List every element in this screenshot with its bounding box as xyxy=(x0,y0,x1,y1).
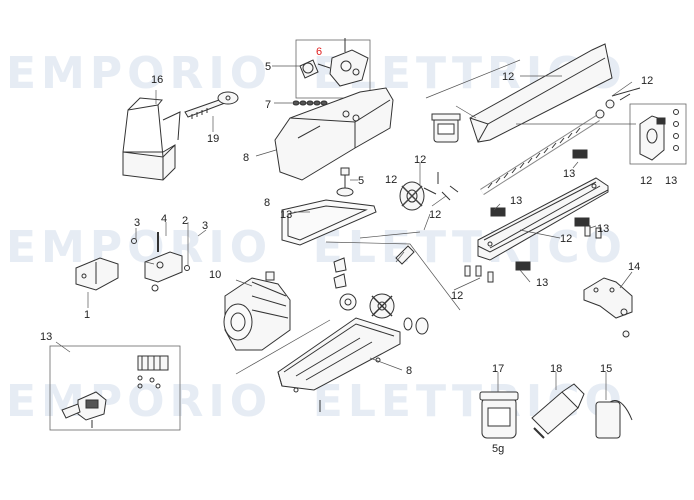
callout-13e: 13 xyxy=(536,277,548,289)
small-blocks-part xyxy=(490,149,590,271)
callout-13f: 13 xyxy=(665,175,677,187)
callout-13b: 13 xyxy=(563,168,575,180)
callout-2: 2 xyxy=(182,215,188,227)
grease-jar-part xyxy=(479,391,519,439)
motor-part xyxy=(223,271,291,351)
callout-8b: 8 xyxy=(264,197,270,209)
callout-19: 19 xyxy=(207,133,219,145)
callout-labels: 16 19 5 6 7 8 5 8 13 12 12 12 12 12 13 1… xyxy=(40,46,677,455)
callout-18: 18 xyxy=(550,363,562,375)
callout-16: 16 xyxy=(151,74,163,86)
callout-14: 14 xyxy=(628,261,640,273)
screws-washers-part xyxy=(292,100,328,106)
callout-12a: 12 xyxy=(502,71,514,83)
callout-12b: 12 xyxy=(641,75,653,87)
callout-3a: 3 xyxy=(134,217,140,229)
grease-weight-label: 5g xyxy=(492,443,504,455)
callout-13c: 13 xyxy=(510,195,522,207)
callout-10: 10 xyxy=(209,269,221,281)
callout-8a: 8 xyxy=(243,152,249,164)
release-key-part xyxy=(184,91,239,119)
callout-13g: 13 xyxy=(40,331,52,343)
wall-bracket-part xyxy=(583,277,633,338)
rack-body-part xyxy=(477,177,609,261)
screw-shaft-part xyxy=(480,87,641,195)
spindle-bolt-part xyxy=(336,167,354,197)
main-cover-part xyxy=(274,87,394,181)
callout-13d: 13 xyxy=(597,223,609,235)
callout-7: 7 xyxy=(265,99,271,111)
callout-8c: 8 xyxy=(406,365,412,377)
callout-4: 4 xyxy=(161,213,167,225)
gasket-part xyxy=(281,199,377,246)
callout-13a: 13 xyxy=(280,209,292,221)
callout-12d: 12 xyxy=(385,174,397,186)
rack-cover-part xyxy=(469,43,613,143)
grease-jar-small-part xyxy=(431,113,461,143)
end-cap-part xyxy=(629,103,687,165)
callout-17: 17 xyxy=(492,363,504,375)
callout-6: 6 xyxy=(316,46,322,58)
callout-12h: 12 xyxy=(640,175,652,187)
leader-lines xyxy=(55,59,636,400)
callout-12c: 12 xyxy=(414,154,426,166)
lower-housing-part xyxy=(277,317,401,412)
cardboard-box-part xyxy=(122,97,181,181)
callout-5a: 5 xyxy=(265,61,271,73)
gearbox-part xyxy=(333,245,429,335)
callout-12f: 12 xyxy=(560,233,572,245)
callout-15: 15 xyxy=(600,363,612,375)
rack-pins-part xyxy=(464,225,602,283)
grease-tube-part xyxy=(531,383,585,439)
accessory-kit-part xyxy=(49,345,181,431)
gear-wheel-part xyxy=(399,172,459,211)
callout-3b: 3 xyxy=(202,220,208,232)
top-assembly-part xyxy=(295,38,371,99)
callout-5b: 5 xyxy=(358,175,364,187)
callout-12e: 12 xyxy=(429,209,441,221)
callout-1: 1 xyxy=(84,309,90,321)
capacitor-part xyxy=(595,400,633,439)
bracket-part xyxy=(75,232,190,292)
callout-12g: 12 xyxy=(451,290,463,302)
